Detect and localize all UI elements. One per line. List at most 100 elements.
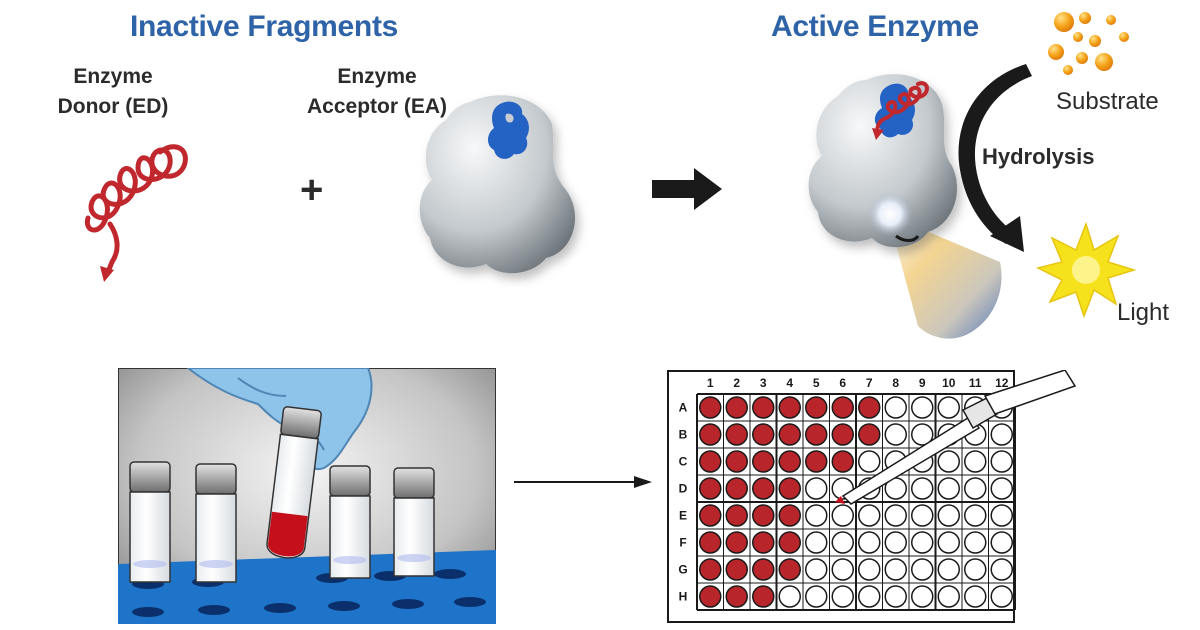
well-empty (805, 477, 828, 500)
well-empty (805, 504, 828, 527)
well-empty (937, 504, 960, 527)
active-enzyme-heading: Active Enzyme (771, 10, 979, 43)
plate-column-label: 6 (839, 376, 846, 390)
well-empty (831, 504, 854, 527)
well-empty (884, 558, 907, 581)
well-filled (699, 396, 722, 419)
plus-sign: + (300, 168, 324, 212)
acceptor-binding-pocket (488, 101, 529, 159)
well-empty (990, 450, 1013, 473)
enzyme-acceptor-blob (419, 95, 576, 274)
well-empty (884, 531, 907, 554)
plate-row-label: F (679, 536, 686, 550)
plate-column-label: 9 (919, 376, 926, 390)
plate-column-label: 5 (813, 376, 820, 390)
plate-column-label: 10 (942, 376, 956, 390)
well-empty (911, 558, 934, 581)
well-empty (937, 558, 960, 581)
well-filled (725, 585, 748, 608)
well-empty (858, 585, 881, 608)
well-empty (964, 558, 987, 581)
well-empty (911, 396, 934, 419)
well-filled (699, 423, 722, 446)
well-empty (911, 423, 934, 446)
plate-wells (699, 396, 1013, 608)
well-filled (699, 585, 722, 608)
well-filled (699, 531, 722, 554)
plate-column-label: 11 (969, 376, 982, 390)
well-filled (778, 450, 801, 473)
well-filled (831, 450, 854, 473)
well-filled (778, 477, 801, 500)
well-empty (858, 450, 881, 473)
active-site-rim (895, 234, 920, 242)
plate-row-label: B (679, 428, 688, 442)
well-filled (752, 396, 775, 419)
plate-column-label: 7 (866, 376, 873, 390)
well-empty (805, 585, 828, 608)
well-filled (831, 423, 854, 446)
enzyme-acceptor-label-line2: Acceptor (EA) (306, 95, 448, 118)
well-filled (725, 423, 748, 446)
plate-row-label: G (678, 563, 687, 577)
enzyme-donor-label-line2: Donor (ED) (57, 95, 169, 118)
plate-row-label: D (679, 482, 688, 496)
enzyme-donor-squiggle (84, 144, 188, 275)
vial (195, 463, 237, 583)
well-filled (752, 477, 775, 500)
well-empty (778, 585, 801, 608)
well-empty (990, 531, 1013, 554)
plate-row-label: E (679, 509, 687, 523)
enzyme-donor-label-line1: Enzyme (73, 65, 153, 88)
well-filled (778, 558, 801, 581)
well-empty (831, 585, 854, 608)
plate-column-label: 8 (892, 376, 899, 390)
well-filled (752, 585, 775, 608)
sample-vials-panel (118, 368, 496, 624)
enzyme-acceptor-label-line1: Enzyme (337, 65, 417, 88)
top-illustration (84, 12, 1137, 339)
well-filled (725, 558, 748, 581)
well-filled (778, 396, 801, 419)
plate-column-label: 1 (707, 376, 714, 390)
well-filled (752, 450, 775, 473)
well-empty (805, 558, 828, 581)
well-empty (884, 585, 907, 608)
donor-arrow-tip (100, 266, 114, 282)
well-empty (990, 423, 1013, 446)
well-filled (805, 450, 828, 473)
well-empty (884, 504, 907, 527)
well-empty (911, 477, 934, 500)
well-filled (699, 504, 722, 527)
well-empty (937, 477, 960, 500)
well-empty (911, 531, 934, 554)
hydrolysis-label: Hydrolysis (982, 144, 1095, 169)
active-enzyme-blob (808, 74, 958, 248)
plate-column-label: 12 (995, 376, 1009, 390)
plate-grid (696, 393, 1016, 611)
well-empty (964, 450, 987, 473)
well-filled (805, 396, 828, 419)
well-empty (937, 531, 960, 554)
well-filled (725, 504, 748, 527)
well-empty (964, 504, 987, 527)
well-empty (937, 450, 960, 473)
inactive-fragments-heading: Inactive Fragments (130, 10, 399, 43)
substrate-label: Substrate (1056, 88, 1159, 115)
well-filled (725, 477, 748, 500)
well-filled (778, 423, 801, 446)
well-empty (964, 585, 987, 608)
well-empty (858, 531, 881, 554)
blood-sample-vial (266, 406, 322, 559)
light-beam (888, 215, 1002, 339)
vial (329, 465, 371, 579)
well-empty (990, 504, 1013, 527)
well-empty (858, 504, 881, 527)
well-empty (990, 585, 1013, 608)
well-empty (964, 477, 987, 500)
well-filled (752, 423, 775, 446)
well-filled (699, 477, 722, 500)
well-empty (990, 477, 1013, 500)
